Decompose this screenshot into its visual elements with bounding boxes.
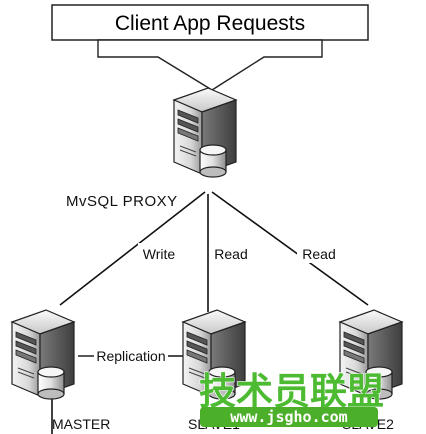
proxy-label: MvSQL PROXY bbox=[66, 193, 178, 210]
watermark-url-badge bbox=[200, 407, 378, 427]
write-label: Write bbox=[143, 246, 176, 262]
read-label-slave2: Read bbox=[302, 246, 335, 262]
read-label-slave1: Read bbox=[214, 246, 247, 262]
master-label: MASTER bbox=[52, 416, 110, 432]
watermark-url: www.jsgho.com bbox=[230, 408, 347, 426]
proxy-server-icon bbox=[173, 87, 237, 178]
master-server-icon bbox=[11, 309, 75, 400]
read-connection-slave2 bbox=[211, 191, 369, 306]
requests-banner bbox=[51, 4, 369, 41]
request-funnel-arrow bbox=[97, 39, 323, 91]
replication-label: Replication bbox=[96, 348, 165, 364]
banner-title: Client App Requests bbox=[115, 12, 305, 35]
watermark: 技术员联盟 www.jsgho.com bbox=[198, 369, 385, 427]
write-connection bbox=[59, 191, 206, 306]
watermark-text: 技术员联盟 bbox=[199, 370, 384, 413]
